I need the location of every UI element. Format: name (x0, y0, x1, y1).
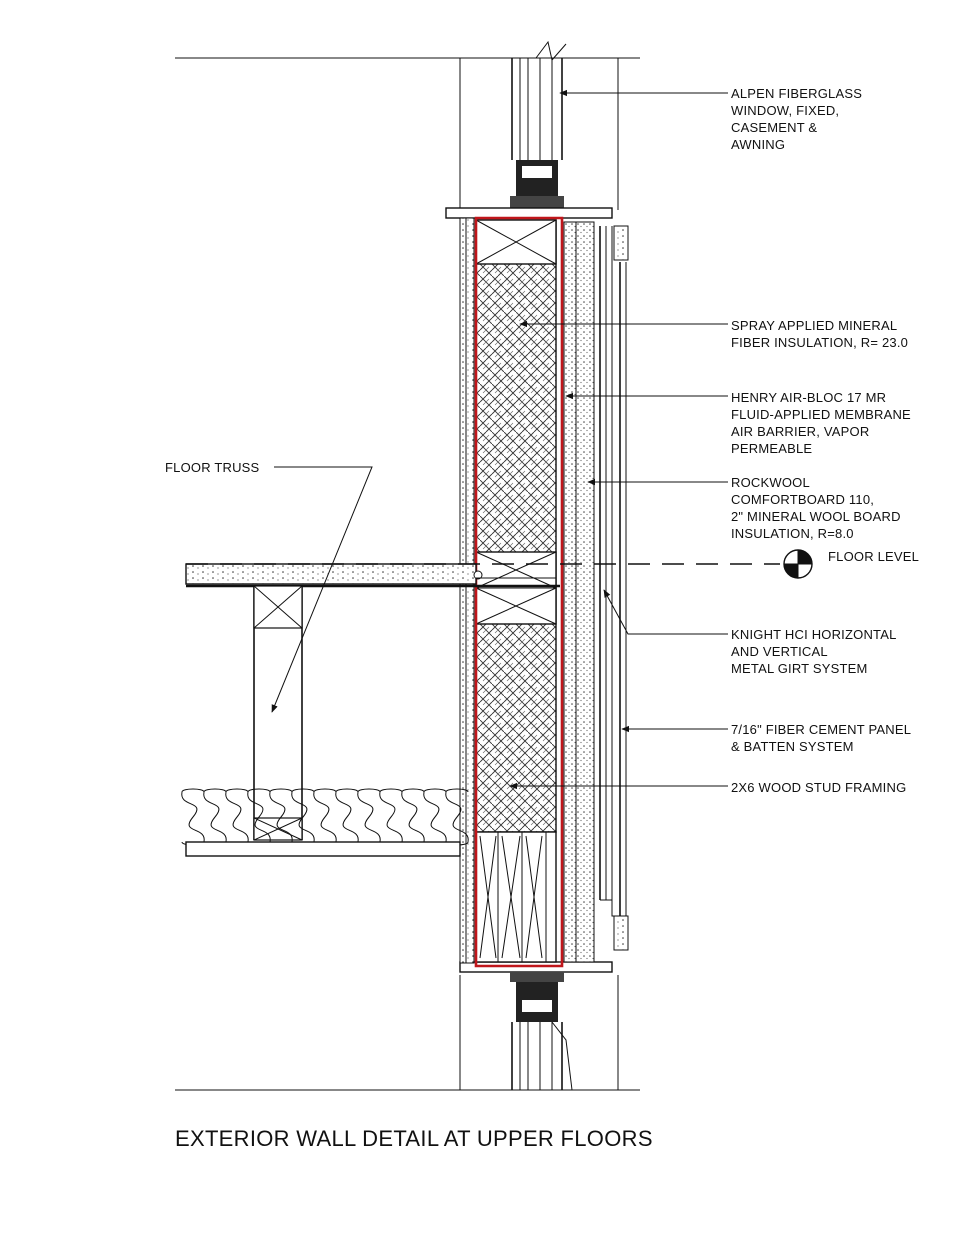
girt-label-line: METAL GIRT SYSTEM (731, 661, 868, 676)
window-upper (510, 40, 567, 208)
air-barrier-label-line: FLUID-APPLIED MEMBRANE (731, 407, 911, 422)
stud-cavity (475, 219, 557, 963)
window-label-line: AWNING (731, 137, 785, 152)
ceiling-batt (181, 788, 469, 846)
floor-level-label: FLOOR LEVEL (828, 549, 919, 564)
air-barrier-line (474, 216, 564, 968)
batt-loop (423, 791, 447, 843)
rockwool-board (563, 221, 595, 963)
batt-loop (291, 791, 315, 843)
window-lower (510, 972, 573, 1091)
window-label-line: ALPEN FIBERGLASS (731, 86, 862, 101)
label-girt-system: KNIGHT HCI HORIZONTAL AND VERTICAL METAL… (731, 627, 897, 676)
label-spray-insulation: SPRAY APPLIED MINERAL FIBER INSULATION, … (731, 318, 908, 350)
window-label-line: CASEMENT & (731, 120, 817, 135)
air-barrier-label-line: AIR BARRIER, VAPOR (731, 424, 869, 439)
batt-loop (335, 791, 359, 843)
ceiling (185, 841, 461, 857)
fiber-cement-label-line: 7/16" FIBER CEMENT PANEL (731, 722, 911, 737)
rockwool-label-line: 2" MINERAL WOOL BOARD (731, 509, 901, 524)
spray-insulation-label-line: SPRAY APPLIED MINERAL (731, 318, 897, 333)
rockwool-label-line: INSULATION, R=8.0 (731, 526, 854, 541)
batt-loop (203, 791, 227, 843)
rockwool-label-line: COMFORTBOARD 110, (731, 492, 874, 507)
spray-insulation-label-line: FIBER INSULATION, R= 23.0 (731, 335, 908, 350)
window-label-line: WINDOW, FIXED, (731, 103, 839, 118)
label-air-barrier: HENRY AIR-BLOC 17 MR FLUID-APPLIED MEMBR… (731, 390, 911, 456)
batt-loop (313, 791, 337, 843)
batt-loop (181, 791, 205, 843)
rockwool-label-line: ROCKWOOL (731, 475, 810, 490)
batt-loop (357, 791, 381, 843)
label-fiber-cement: 7/16" FIBER CEMENT PANEL & BATTEN SYSTEM (731, 722, 911, 754)
fiber-cement-label-line: & BATTEN SYSTEM (731, 739, 854, 754)
floor-level-marker (186, 549, 813, 579)
air-barrier-label-line: PERMEABLE (731, 441, 812, 456)
batt-loop (445, 791, 469, 843)
label-rockwool: ROCKWOOL COMFORTBOARD 110, 2" MINERAL WO… (731, 475, 901, 541)
batt-loop (225, 791, 249, 843)
batt-loop (401, 791, 425, 843)
floor-truss (253, 585, 303, 841)
cladding (599, 225, 629, 951)
batt-loop (247, 791, 271, 843)
air-barrier-label-line: HENRY AIR-BLOC 17 MR (731, 390, 886, 405)
batt-edge (181, 788, 469, 793)
leader-lines (271, 89, 728, 790)
floor-deck (185, 563, 560, 588)
drawing-title: EXTERIOR WALL DETAIL AT UPPER FLOORS (175, 1126, 653, 1151)
label-window: ALPEN FIBERGLASS WINDOW, FIXED, CASEMENT… (731, 86, 862, 152)
interior-finish (459, 217, 475, 964)
batt-loop (269, 791, 293, 843)
stud-framing-label: 2X6 WOOD STUD FRAMING (731, 780, 906, 795)
sill-upper (445, 207, 613, 219)
batt-loop (379, 791, 403, 843)
floor-truss-label: FLOOR TRUSS (165, 460, 260, 475)
girt-label-line: KNIGHT HCI HORIZONTAL (731, 627, 897, 642)
girt-label-line: AND VERTICAL (731, 644, 828, 659)
